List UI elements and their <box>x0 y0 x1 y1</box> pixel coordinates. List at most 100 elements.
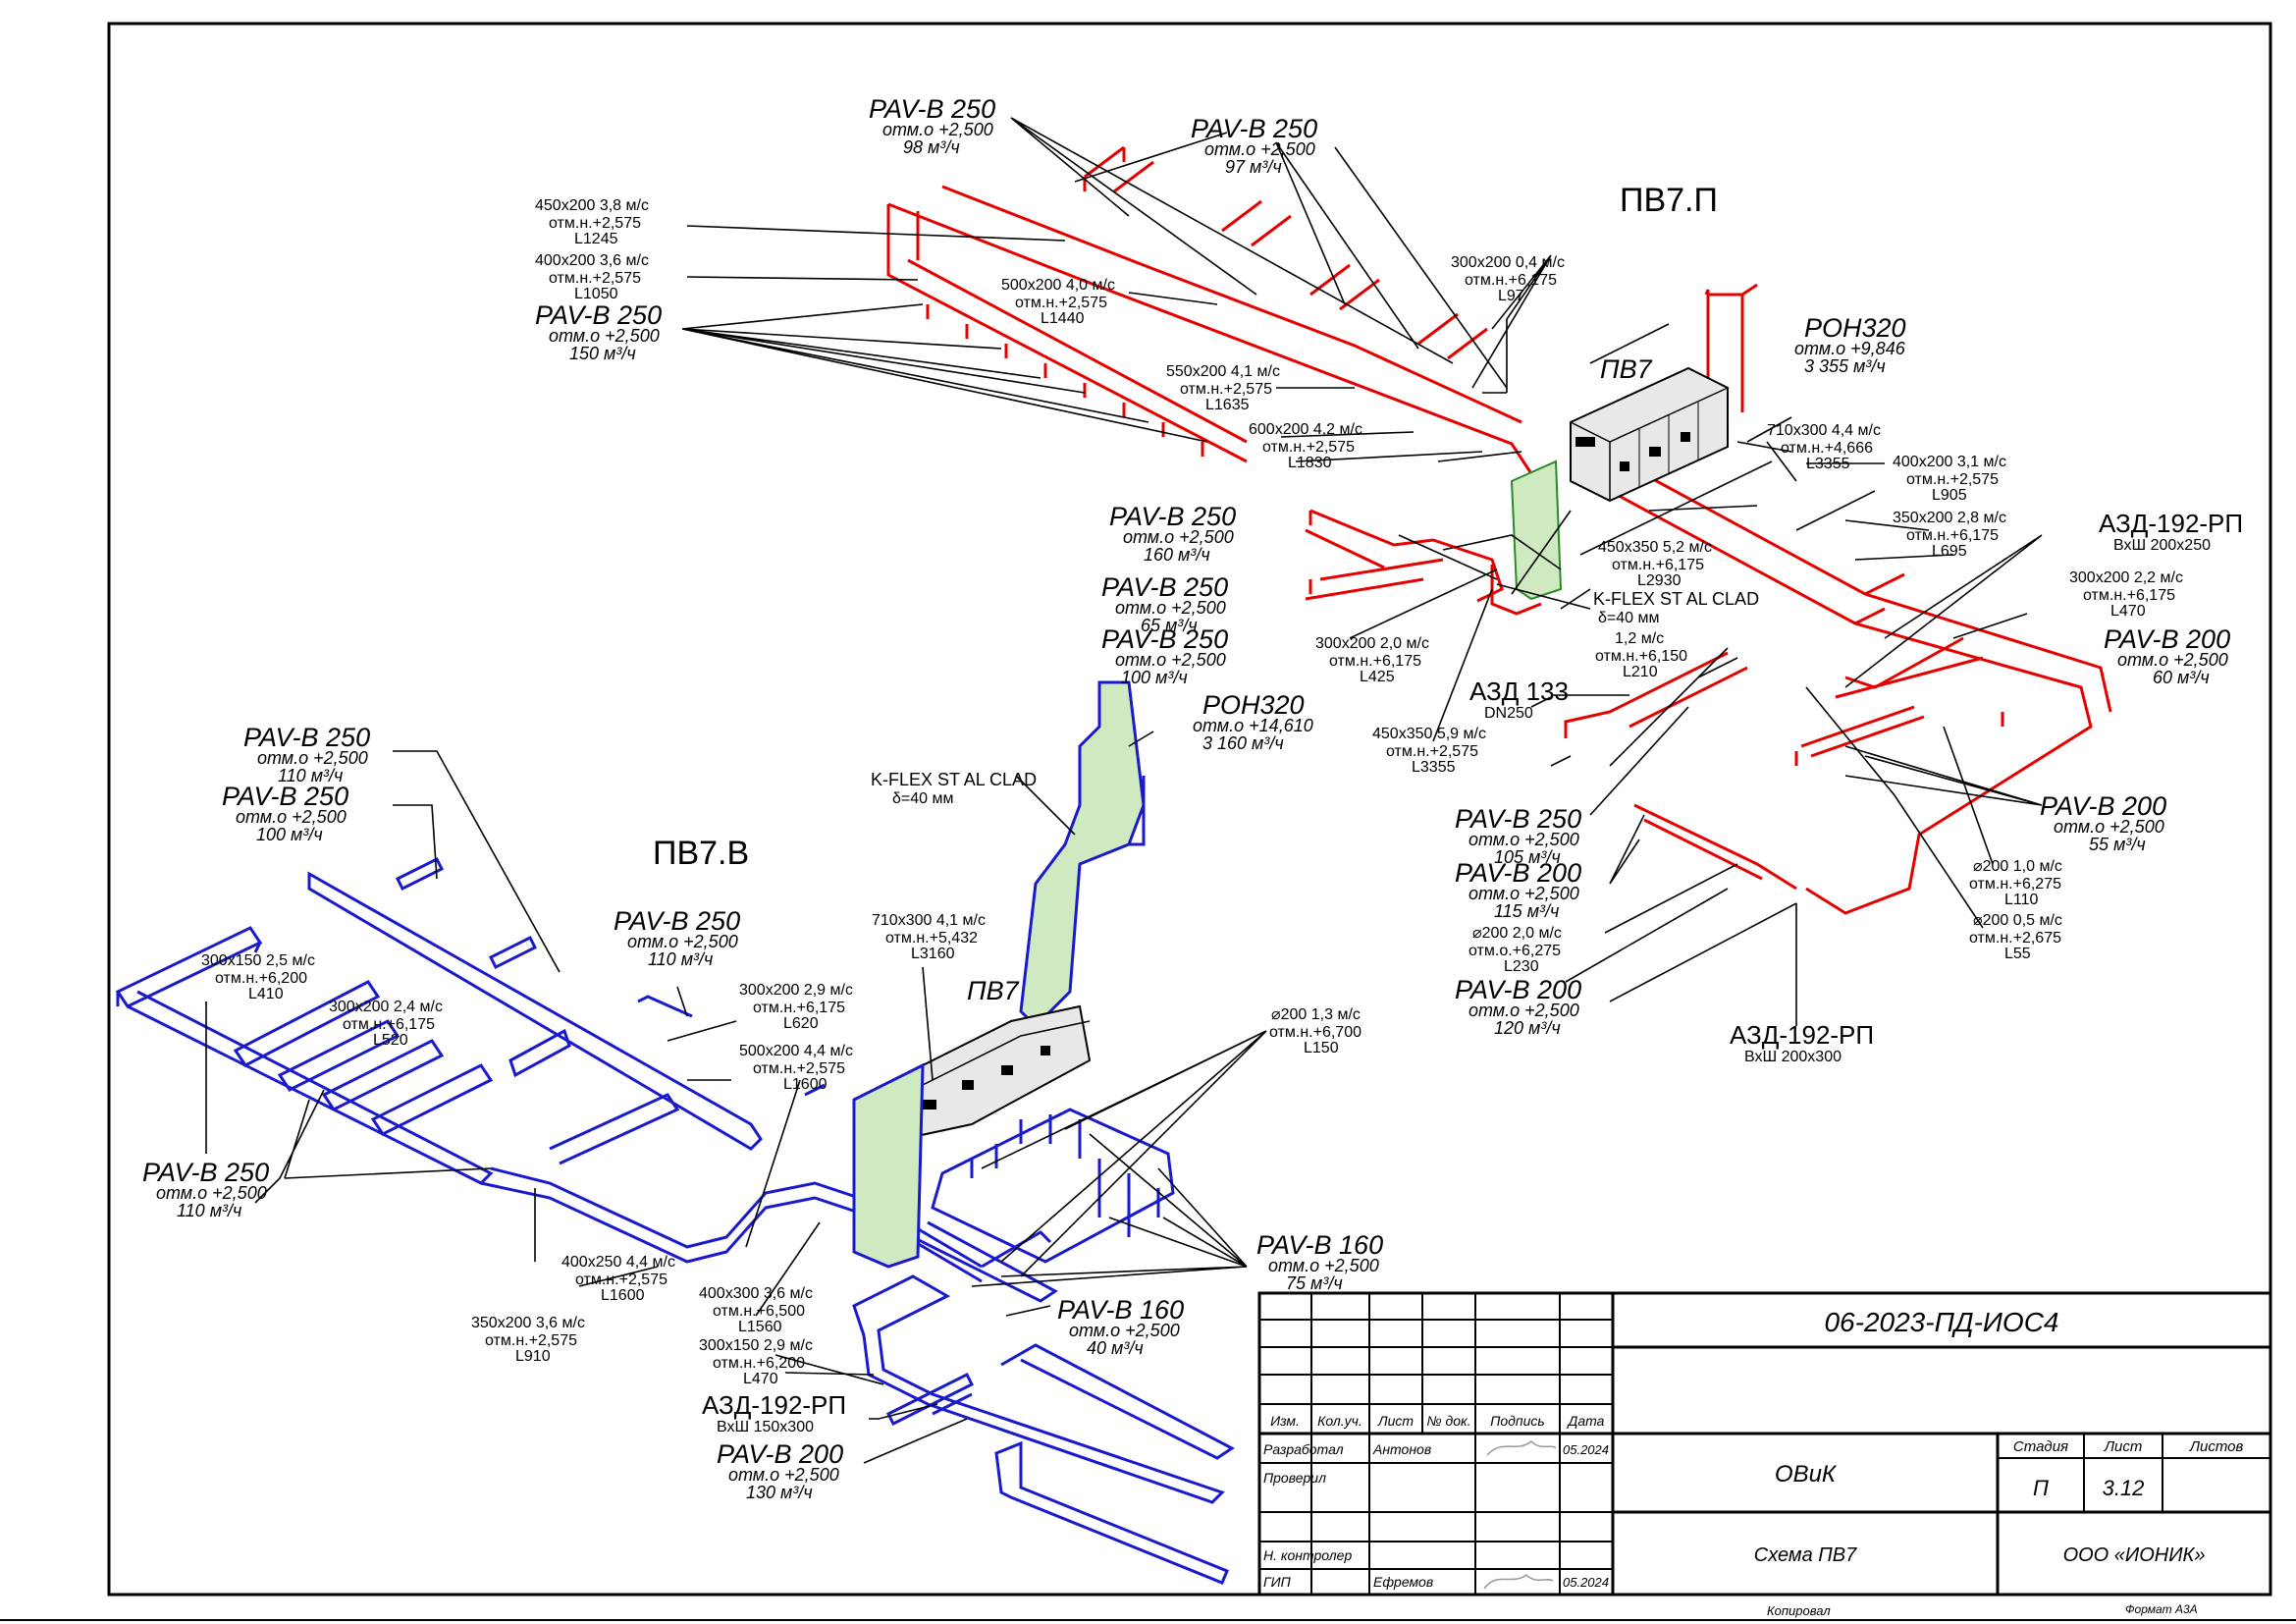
svg-text:L2930: L2930 <box>1637 572 1682 589</box>
svg-text:40 м³/ч: 40 м³/ч <box>1087 1338 1144 1358</box>
svg-text:400x200 3,1 м/с: 400x200 3,1 м/с <box>1893 454 2006 470</box>
tb-role-3: Н. контролер <box>1263 1547 1352 1563</box>
supply-duct-network <box>886 145 2112 915</box>
svg-text:отм.о.+6,275: отм.о.+6,275 <box>1468 943 1561 959</box>
svg-text:отм.о +2,500: отм.о +2,500 <box>156 1183 267 1203</box>
spec-rs-17: ⌀200 2,0 м/с отм.о.+6,275 L230 <box>1468 925 1562 975</box>
tb-format: Формат А3А <box>2125 1602 2198 1616</box>
label-b-pav-6: PAV-B 160 отм.о +2,500 40 м³/ч <box>1057 1295 1184 1358</box>
system-label-supply: ПВ7.П <box>1620 182 1718 219</box>
svg-text:L620: L620 <box>783 1015 819 1032</box>
svg-text:АЗД-192-РП: АЗД-192-РП <box>2099 509 2243 538</box>
svg-text:60 м³/ч: 60 м³/ч <box>2153 668 2210 687</box>
svg-text:отм.о +2,500: отм.о +2,500 <box>2054 817 2164 837</box>
svg-text:отм.н.+2,575: отм.н.+2,575 <box>1180 381 1272 398</box>
svg-text:300x200 0,4 м/с: 300x200 0,4 м/с <box>1451 254 1565 271</box>
spec-rs-2: 400x200 3,6 м/с отм.н.+2,575 L1050 <box>535 252 649 302</box>
svg-text:δ=40 мм: δ=40 мм <box>1598 610 1660 626</box>
supply-duct-specs: 450x200 3,8 м/с отм.н.+2,575 L1245 400x2… <box>535 197 2183 975</box>
spec-bs-10: 300x150 2,9 м/с отм.н.+6,200 L470 <box>699 1337 813 1387</box>
svg-text:130 м³/ч: 130 м³/ч <box>746 1483 813 1502</box>
svg-text:отм.о +2,500: отм.о +2,500 <box>1115 650 1226 670</box>
svg-text:PAV-B 200: PAV-B 200 <box>2040 791 2166 821</box>
svg-text:отм.н.+2,575: отм.н.+2,575 <box>753 1060 845 1077</box>
svg-text:105 м³/ч: 105 м³/ч <box>1494 847 1561 867</box>
tb-sheet-header: Лист <box>2104 1438 2143 1455</box>
tb-date-0: 05.2024 <box>1563 1442 1609 1457</box>
label-r-pav-7: PAV-B 250 отм.о +2,500 105 м³/ч <box>1455 804 1581 867</box>
svg-text:L1050: L1050 <box>574 286 618 302</box>
svg-text:PAV-B 250: PAV-B 250 <box>1101 572 1228 602</box>
tb-header-5: Дата <box>1567 1413 1605 1429</box>
tb-name-0: Антонов <box>1372 1441 1431 1457</box>
spec-rs-5: 600x200 4,2 м/с отм.н.+2,575 L1830 <box>1249 421 1362 471</box>
svg-text:PAV-B 250: PAV-B 250 <box>222 782 348 811</box>
label-b-pav-1: PAV-B 250 отм.о +2,500 110 м³/ч <box>243 723 370 785</box>
tb-header-2: Лист <box>1377 1413 1414 1429</box>
spec-rs-16: ⌀200 0,5 м/с отм.н.+2,675 L55 <box>1969 912 2062 962</box>
svg-text:L425: L425 <box>1360 669 1395 685</box>
svg-text:отм.о +9,846: отм.о +9,846 <box>1794 339 1906 358</box>
spec-bs-1: 300x150 2,5 м/с отм.н.+6,200 L410 <box>201 952 315 1002</box>
svg-text:отм.н.+6,500: отм.н.+6,500 <box>713 1303 805 1320</box>
svg-text:300x150 2,9 м/с: 300x150 2,9 м/с <box>699 1337 813 1354</box>
label-r-roh: РОН320 отм.о +9,846 3 355 м³/ч <box>1794 313 1906 376</box>
leader-lines <box>205 117 2043 1464</box>
device-d-kflex-1: K-FLEX ST AL CLAD δ=40 мм <box>1593 589 1759 626</box>
device-labels: АЗД-192-РП ВхШ 200x250 АЗД 133 DN250 АЗД… <box>702 509 2243 1435</box>
spec-rs-10: 450x350 5,2 м/с отм.н.+6,175 L2930 <box>1598 539 1712 589</box>
svg-text:L1635: L1635 <box>1205 397 1250 413</box>
svg-text:L3355: L3355 <box>1412 759 1456 776</box>
svg-text:PAV-B 200: PAV-B 200 <box>717 1439 843 1469</box>
svg-text:600x200 4,2 м/с: 600x200 4,2 м/с <box>1249 421 1362 438</box>
svg-text:160 м³/ч: 160 м³/ч <box>1144 545 1210 565</box>
svg-text:300x200 2,4 м/с: 300x200 2,4 м/с <box>329 999 443 1015</box>
device-d-azd-4: АЗД-192-РП ВхШ 150x300 <box>702 1390 846 1435</box>
svg-text:отм.о +2,500: отм.о +2,500 <box>257 748 368 768</box>
label-r-pav-11: PAV-B 200 отм.о +2,500 55 м³/ч <box>2040 791 2166 854</box>
svg-text:450x350 5,9 м/с: 450x350 5,9 м/с <box>1372 726 1486 742</box>
svg-text:δ=40 мм: δ=40 мм <box>892 790 954 807</box>
svg-text:K-FLEX ST AL CLAD: K-FLEX ST AL CLAD <box>1593 589 1759 609</box>
svg-text:отм.н.+2,575: отм.н.+2,575 <box>1386 743 1478 760</box>
svg-text:L150: L150 <box>1304 1040 1339 1056</box>
tb-header-0: Изм. <box>1270 1413 1300 1429</box>
svg-text:550x200 4,1 м/с: 550x200 4,1 м/с <box>1166 363 1280 380</box>
label-b-pav-4: PAV-B 250 отм.о +2,500 110 м³/ч <box>142 1158 269 1220</box>
svg-text:300x200 2,9 м/с: 300x200 2,9 м/с <box>739 982 853 999</box>
svg-text:отм.н.+4,666: отм.н.+4,666 <box>1781 440 1873 457</box>
spec-bs-7: 400x250 4,4 м/с отм.н.+2,575 L1600 <box>561 1254 675 1304</box>
svg-text:L910: L910 <box>515 1348 551 1365</box>
svg-text:отм.н.+6,175: отм.н.+6,175 <box>1329 653 1421 670</box>
tb-drawing-name: Схема ПВ7 <box>1754 1544 1857 1566</box>
label-b-roh: РОН320 отм.о +14,610 3 160 м³/ч <box>1193 690 1313 753</box>
spec-rs-14: 300x200 2,2 м/с отм.н.+6,175 L470 <box>2069 569 2183 620</box>
spec-rs-6: 300x200 0,4 м/с отм.н.+6,175 L97 <box>1451 254 1565 304</box>
device-d-azd-3: АЗД-192-РП ВхШ 200x300 <box>1730 1020 1874 1065</box>
svg-text:отм.о +2,500: отм.о +2,500 <box>1468 830 1579 849</box>
svg-text:PAV-B 160: PAV-B 160 <box>1057 1295 1184 1325</box>
svg-text:500x200 4,0 м/с: 500x200 4,0 м/с <box>1001 277 1115 294</box>
spec-bs-9: 400x300 3,6 м/с отм.н.+6,500 L1560 <box>699 1285 813 1335</box>
svg-text:L110: L110 <box>2004 892 2039 908</box>
svg-text:97 м³/ч: 97 м³/ч <box>1225 157 1282 177</box>
svg-text:710x300 4,1 м/с: 710x300 4,1 м/с <box>872 912 986 929</box>
svg-text:L1560: L1560 <box>738 1319 782 1335</box>
svg-text:115 м³/ч: 115 м³/ч <box>1494 901 1559 921</box>
svg-text:PAV-B 160: PAV-B 160 <box>1256 1230 1383 1260</box>
svg-text:L1600: L1600 <box>783 1076 828 1093</box>
svg-text:отм.н.+6,275: отм.н.+6,275 <box>1969 876 2061 893</box>
svg-text:450x200 3,8 м/с: 450x200 3,8 м/с <box>535 197 649 214</box>
svg-text:PAV-B 250: PAV-B 250 <box>869 94 995 124</box>
label-b-pav-7: PAV-B 200 отм.о +2,500 130 м³/ч <box>717 1439 843 1502</box>
tb-header-3: № док. <box>1426 1413 1470 1429</box>
svg-text:АЗД 133: АЗД 133 <box>1469 677 1569 706</box>
spec-bs-6: ⌀200 1,3 м/с отм.н.+6,700 L150 <box>1269 1006 1362 1056</box>
label-r-pav-4: PAV-B 250 отм.о +2,500 160 м³/ч <box>1109 502 1236 565</box>
exhaust-diffuser-labels: PAV-B 250 отм.о +2,500 110 м³/ч PAV-B 25… <box>142 690 1383 1502</box>
svg-text:110 м³/ч: 110 м³/ч <box>278 766 343 785</box>
svg-text:отм.о +14,610: отм.о +14,610 <box>1193 716 1313 735</box>
svg-text:отм.о +2,500: отм.о +2,500 <box>1468 884 1579 903</box>
label-r-pav-8: PAV-B 200 отм.о +2,500 115 м³/ч <box>1455 858 1581 921</box>
doc-code: 06-2023-ПД-ИОС4 <box>1824 1307 2058 1337</box>
